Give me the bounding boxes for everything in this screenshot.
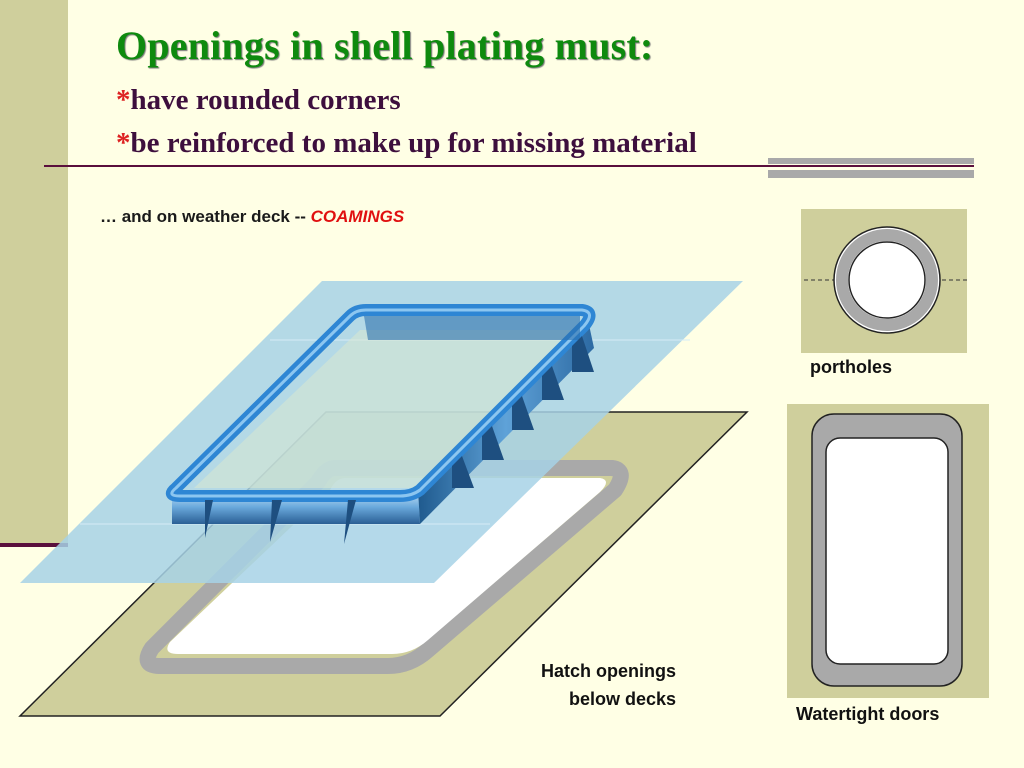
caption-prefix: … and on weather deck --: [100, 207, 311, 226]
coamings-highlight: COAMINGS: [310, 207, 405, 226]
weather-deck-caption: … and on weather deck -- COAMINGS: [100, 207, 404, 227]
left-decorative-line: [0, 543, 68, 547]
hatch-openings-label: Hatch openings below decks: [470, 657, 676, 713]
slide-title: Openings in shell plating must:: [116, 23, 654, 68]
watertight-door-panel: [787, 404, 989, 698]
door-opening: [825, 437, 949, 665]
hatch-label-line2: below decks: [568, 689, 676, 709]
bullet-reinforced: *be reinforced to make up for missing ma…: [116, 127, 697, 160]
title-divider: [44, 165, 974, 167]
porthole-ring: [836, 229, 938, 331]
bullet-star: *: [116, 127, 131, 159]
watertight-doors-label: Watertight doors: [796, 704, 940, 724]
bullet-text: have rounded corners: [130, 84, 401, 116]
coaming-brackets: [205, 336, 594, 544]
coaming-ring: [165, 304, 596, 544]
title-divider-accent: [768, 170, 974, 178]
title-divider-accent: [768, 158, 974, 164]
porthole-opening: [848, 241, 926, 319]
bullet-rounded-corners: *have rounded corners: [116, 84, 401, 117]
bullet-star: *: [116, 84, 131, 116]
portholes-label: portholes: [810, 357, 893, 377]
left-decorative-bar: [0, 0, 68, 545]
hatch-label-line1: Hatch openings: [540, 661, 676, 681]
bullet-text: be reinforced to make up for missing mat…: [130, 127, 697, 159]
porthole-panel: [801, 209, 968, 353]
